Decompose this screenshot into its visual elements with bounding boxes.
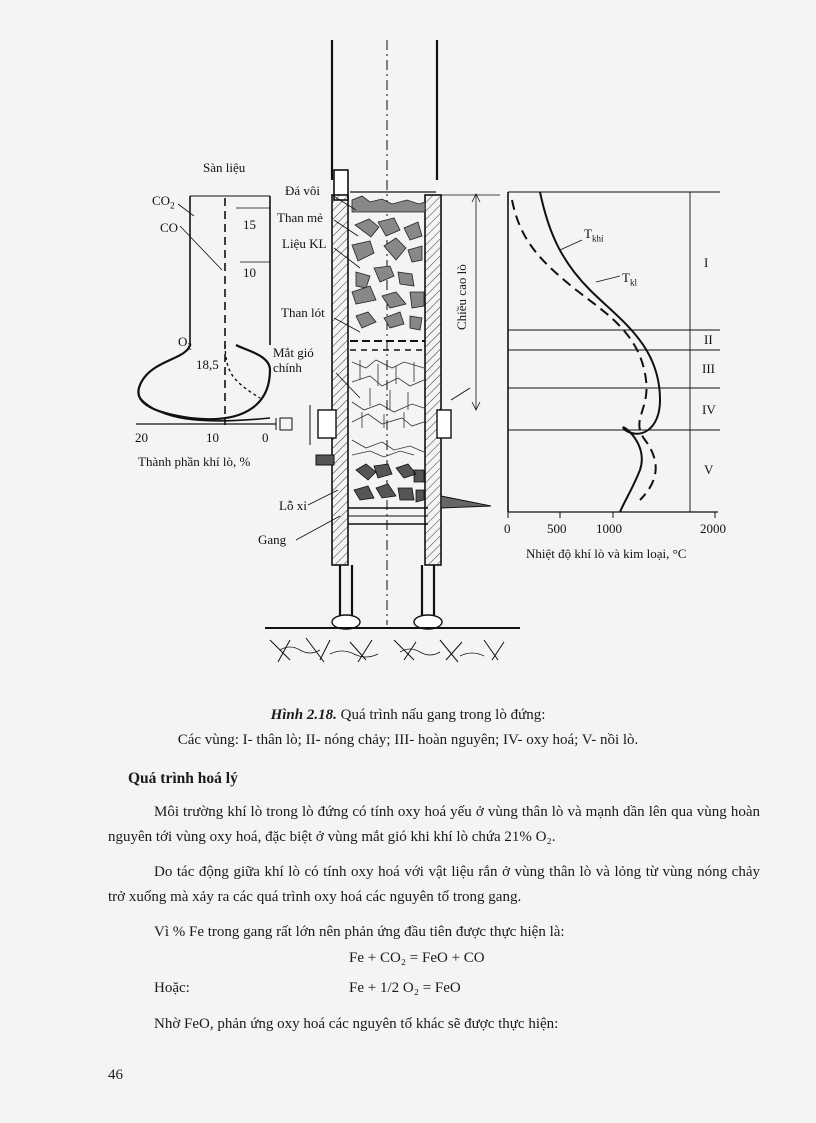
furnace-diagram <box>136 40 720 663</box>
label-t-metal: Tkl <box>622 270 637 288</box>
right-chart-xlabel: Nhiệt độ khí lò và kim loại, °C <box>526 546 687 561</box>
figure-number: Hình 2.18. <box>270 707 337 723</box>
figure-title: Quá trình nấu gang trong lò đứng: <box>340 707 546 723</box>
page-number: 46 <box>108 1067 123 1083</box>
label-leaders <box>295 193 500 541</box>
tick-temp-2000: 2000 <box>700 521 726 536</box>
zone-ii: II <box>704 332 713 347</box>
label-15: 15 <box>243 217 256 232</box>
zone-iii: III <box>702 361 715 376</box>
section-heading: Quá trình hoá lý <box>128 770 238 787</box>
figure-zones-legend: Các vùng: I- thân lò; II- nóng chảy; III… <box>177 732 639 748</box>
label-10: 10 <box>243 265 256 280</box>
tick-10: 10 <box>206 430 219 445</box>
label-co2: CO2 <box>152 193 175 211</box>
gas-composition-chart <box>136 195 311 445</box>
equation-or-label: Hoặc: <box>154 980 190 996</box>
tick-temp-500: 500 <box>547 521 567 536</box>
zone-v: V <box>704 462 714 477</box>
figure-caption: Hình 2.18. Quá trình nấu gang trong lò đ… <box>0 707 816 724</box>
paragraph-2: Do tác động giữa khí lò có tính oxy hoá … <box>108 864 760 905</box>
label-main-tuyere: Mắt gió chính <box>273 345 314 375</box>
tick-temp-1000: 1000 <box>596 521 622 536</box>
label-t-gas: Tkhí <box>584 226 604 244</box>
label-co: CO <box>160 220 179 235</box>
label-top-material: Sàn liệu <box>203 160 246 175</box>
label-185: 18,5 <box>196 357 219 372</box>
label-slag-hole: Lỗ xỉ <box>279 498 307 513</box>
paragraph-1: Môi trường khí lò trong lò đứng có tính … <box>108 804 760 845</box>
tick-temp-0: 0 <box>504 521 511 536</box>
label-furnace-height: Chiều cao lò <box>454 264 469 330</box>
equation-2: Fe + 1/2 O₂ = FeO <box>349 980 461 996</box>
label-o2: O2 <box>178 334 192 352</box>
label-coke-charge: Than mẻ <box>277 210 323 225</box>
temperature-chart <box>507 191 720 518</box>
label-coke-bed: Than lót <box>281 305 325 320</box>
left-chart-xlabel: Thành phần khí lò, % <box>138 454 251 469</box>
furnace-shaft <box>265 40 520 663</box>
equation-1: Fe + CO₂ = FeO + CO <box>349 950 485 966</box>
label-iron: Gang <box>258 532 287 547</box>
tick-0: 0 <box>262 430 269 445</box>
zone-i: I <box>704 255 709 270</box>
label-metal-charge: Liệu KL <box>282 236 327 251</box>
zone-iv: IV <box>702 402 716 417</box>
tick-20: 20 <box>135 430 148 445</box>
paragraph-4: Nhờ FeO, phản ứng oxy hoá các nguyên tố … <box>154 1016 559 1032</box>
figure-blast-furnace: Sàn liệu CO2 CO O2 15 10 18,5 20 10 0 Th… <box>135 40 726 663</box>
label-limestone: Đá vôi <box>285 183 321 198</box>
paragraph-3: Vì % Fe trong gang rất lớn nên phản ứng … <box>154 924 565 940</box>
